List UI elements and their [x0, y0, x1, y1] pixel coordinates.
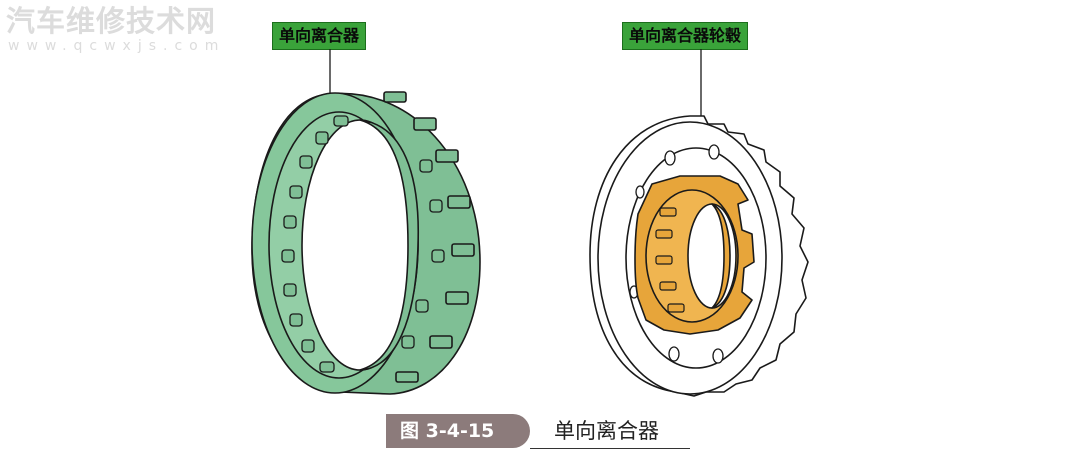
label-one-way-clutch: 单向离合器	[272, 22, 367, 50]
one-way-clutch-ring	[251, 91, 481, 395]
label-one-way-clutch-hub: 单向离合器轮毂	[622, 22, 749, 50]
figure-number: 图 3-4-15	[386, 414, 530, 448]
figure-caption: 图 3-4-15 单向离合器	[386, 414, 690, 450]
watermark-site-name: 汽车维修技术网	[6, 4, 217, 38]
caption-underline	[530, 448, 690, 449]
watermark: 汽车维修技术网 www.qcwxjs.com	[6, 4, 246, 54]
watermark-url: www.qcwxjs.com	[8, 38, 226, 54]
figure-title: 单向离合器	[554, 419, 659, 443]
one-way-clutch-hub	[589, 115, 809, 397]
